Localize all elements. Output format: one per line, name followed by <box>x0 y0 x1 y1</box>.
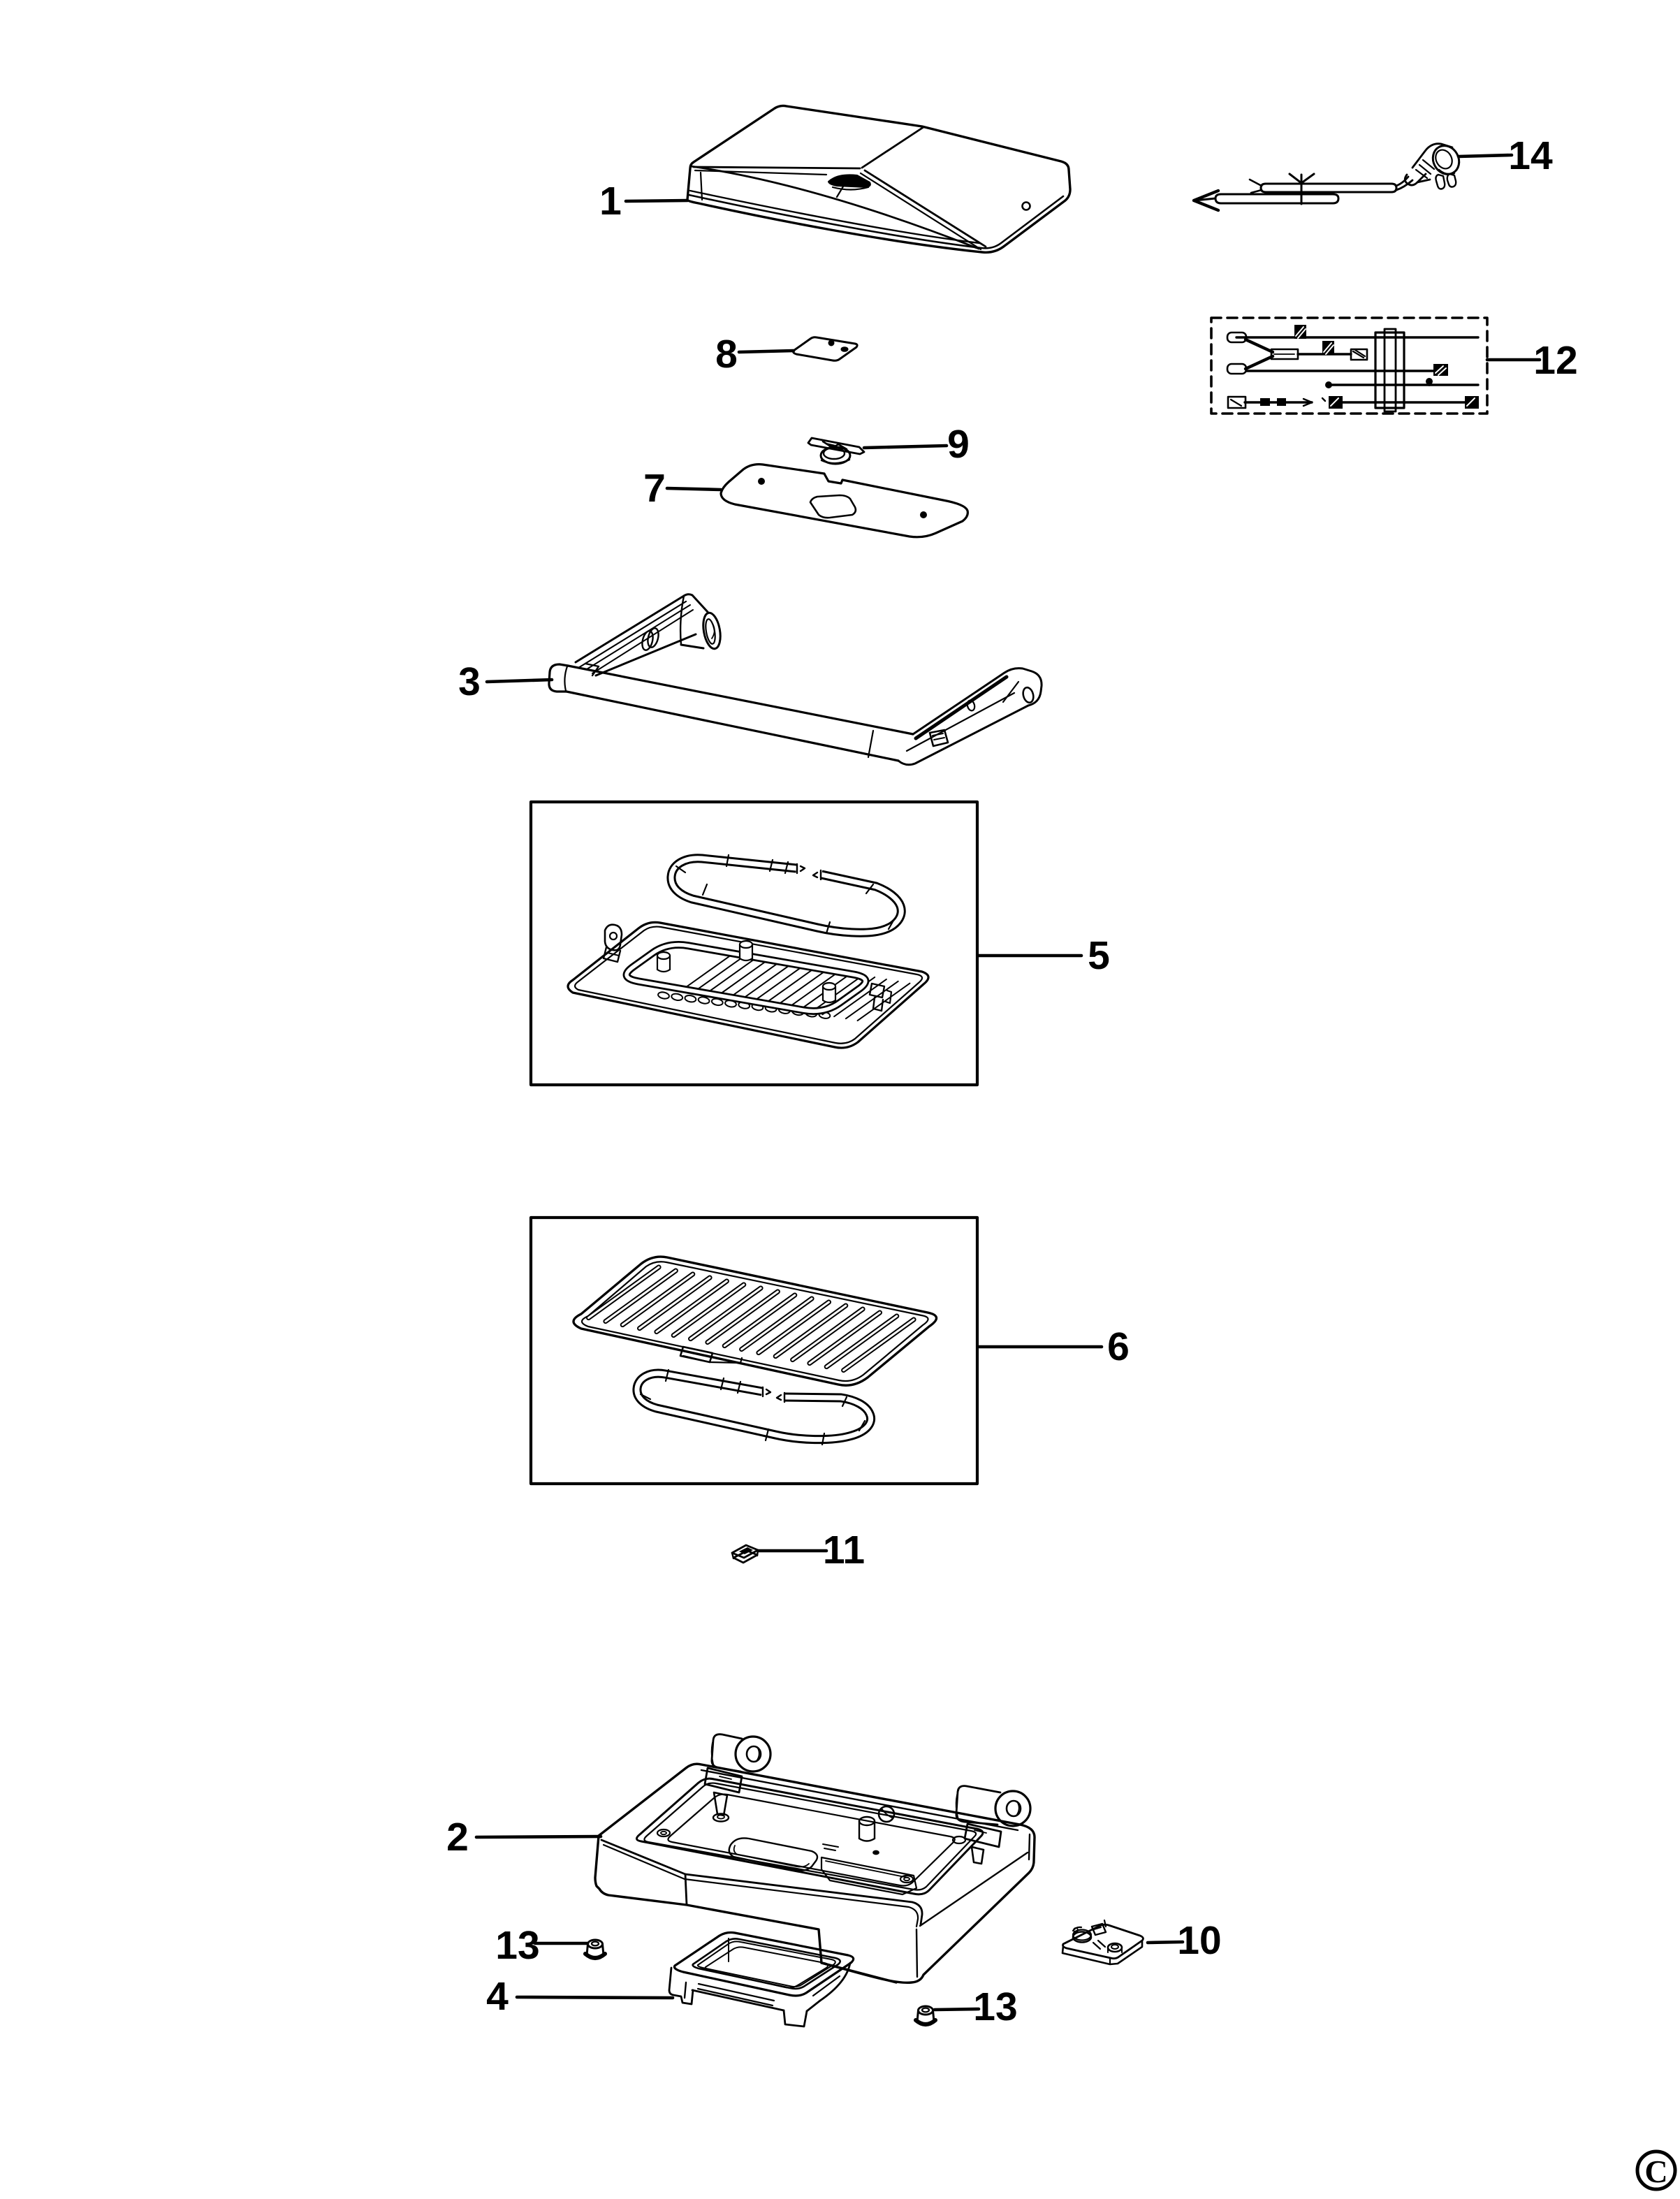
svg-text:14: 14 <box>1508 133 1553 178</box>
svg-text:10: 10 <box>1177 1918 1221 1963</box>
svg-text:C: C <box>1644 2154 1667 2189</box>
svg-text:1: 1 <box>599 179 622 224</box>
svg-text:13: 13 <box>495 1923 539 1968</box>
svg-text:13: 13 <box>973 1985 1017 2029</box>
svg-text:5: 5 <box>1088 933 1110 978</box>
svg-text:9: 9 <box>947 422 970 467</box>
svg-text:4: 4 <box>486 1974 509 2019</box>
svg-text:7: 7 <box>643 466 666 511</box>
svg-text:8: 8 <box>715 332 738 377</box>
svg-text:2: 2 <box>446 1815 469 1860</box>
svg-text:6: 6 <box>1107 1324 1130 1369</box>
svg-text:11: 11 <box>823 1528 865 1572</box>
svg-text:3: 3 <box>458 659 481 704</box>
